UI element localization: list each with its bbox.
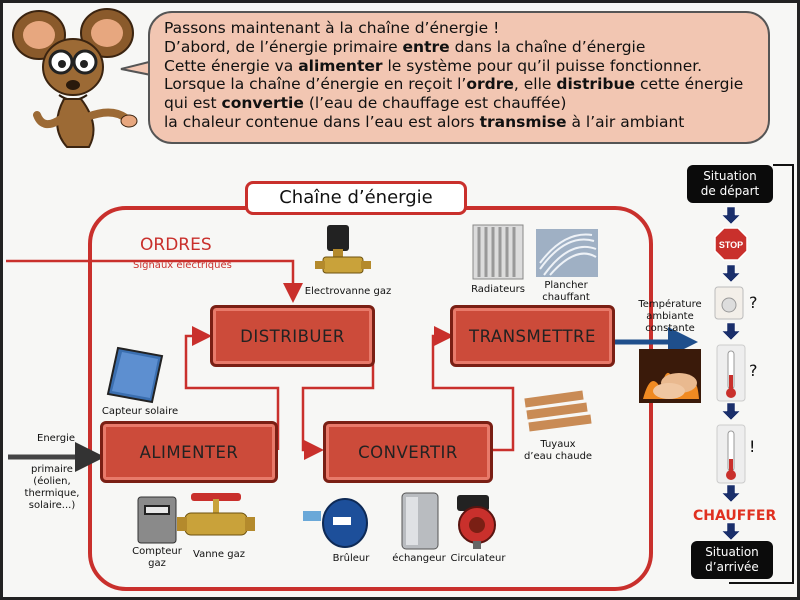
flow-end: Situation d’arrivée — [691, 541, 773, 579]
energie-primaire-label: primaire (éolien, thermique, solaire...) — [17, 464, 87, 512]
plancher-label-line1: Plancher — [544, 280, 588, 291]
mouse-mascot-icon — [12, 8, 138, 148]
bubble-line: Cette énergie va alimenter le système po… — [164, 57, 768, 76]
bubble-text: Cette énergie va — [164, 56, 299, 75]
plancher-label-line2: chauffant — [542, 292, 590, 303]
capteur-label: Capteur solaire — [101, 406, 179, 417]
warm-feet-photo-icon — [639, 349, 701, 403]
output-line1: Température — [638, 299, 702, 310]
exclamation-mark: ! — [749, 437, 756, 456]
bubble-text: le système pour qu’il puisse fonctionner… — [382, 56, 703, 75]
bubble-keyword: distribue — [556, 75, 636, 94]
tuyaux-label: Tuyaux d’eau chaude — [518, 439, 598, 463]
bubble-text: la chaleur contenue dans l’eau est alors — [164, 112, 480, 131]
flow-arrow-1 — [721, 206, 741, 225]
bubble-line: D’abord, de l’énergie primaire entre dan… — [164, 38, 768, 57]
bruleur-label: Brûleur — [332, 553, 370, 564]
ordres-sub-label: Signaux électriques — [133, 260, 232, 271]
block-distribuer: DISTRIBUER — [210, 305, 375, 367]
capteur-solaire-icon — [106, 346, 164, 404]
vanne-label: Vanne gaz — [193, 549, 245, 560]
plancher-chauffant-icon — [536, 229, 598, 277]
flow-end-line2: d’arrivée — [705, 560, 759, 574]
bubble-line: Lorsque la chaîne d’énergie en reçoit l’… — [164, 75, 768, 94]
convertir-to-transmettre-line — [431, 326, 515, 452]
echangeur-label: échangeur — [392, 553, 446, 564]
plancher-label: Plancher chauffant — [531, 280, 601, 304]
output-line2: ambiante — [646, 311, 694, 322]
bubble-keyword: transmise — [479, 112, 567, 131]
flow-arrow-3 — [721, 322, 741, 341]
bubble-text: qui est — [164, 94, 222, 113]
circulateur-label: Circulateur — [450, 553, 506, 564]
bubble-line: la chaleur contenue dans l’eau est alors… — [164, 113, 768, 132]
bubble-line: qui est convertie (l’eau de chauffage es… — [164, 94, 768, 113]
electrovanne-label: Electrovanne gaz — [304, 286, 392, 297]
flow-start-line1: Situation — [703, 169, 757, 183]
energie-label: Energie — [37, 433, 76, 444]
electrovanne-icon — [315, 225, 371, 274]
speech-bubble: Passons maintenant à la chaîne d’énergie… — [148, 11, 770, 144]
energie-line-eolien: (éolien, — [33, 476, 71, 487]
bubble-keyword: entre — [402, 37, 450, 56]
flow-arrows — [721, 206, 741, 541]
radiateur-icon — [472, 224, 524, 280]
thermostat-icon — [714, 286, 744, 320]
tuyaux-icon — [524, 390, 592, 432]
bubble-line: Passons maintenant à la chaîne d’énergie… — [164, 19, 768, 38]
bubble-text: (l’eau de chauffage est chauffée) — [303, 94, 567, 113]
tuyaux-label-line1: Tuyaux — [540, 439, 576, 450]
bubble-text: cette énergie — [635, 75, 744, 94]
compteur-label: Compteur gaz — [127, 546, 187, 570]
chauffer-label: CHAUFFER — [693, 508, 777, 524]
compteur-label-line1: Compteur — [132, 546, 182, 557]
block-alimenter: ALIMENTER — [100, 421, 278, 483]
flow-arrow-6 — [721, 522, 741, 541]
ordres-label: ORDRES — [140, 235, 212, 255]
compteur-gaz-icon — [137, 496, 177, 544]
energie-line-thermique: thermique, — [24, 488, 80, 499]
bubble-keyword: alimenter — [298, 56, 383, 75]
radiateurs-label: Radiateurs — [471, 284, 525, 295]
stop-sign-text: STOP — [719, 240, 743, 250]
flow-end-line1: Situation — [705, 545, 759, 559]
echangeur-icon — [401, 492, 439, 550]
block-convertir: CONVERTIR — [323, 421, 493, 483]
flow-arrow-4 — [721, 402, 741, 421]
connector-lines — [6, 164, 794, 584]
flow-arrow-5 — [721, 484, 741, 503]
energie-line-primaire: primaire — [31, 464, 73, 475]
bubble-text: à l’air ambiant — [566, 112, 685, 131]
thermometer-icon-2 — [716, 424, 746, 484]
energy-chain-title: Chaîne d’énergie — [245, 181, 467, 215]
output-label: Température ambiante constante — [630, 299, 710, 335]
stop-sign-icon: STOP — [714, 227, 748, 261]
flow-start-line2: de départ — [700, 184, 760, 198]
bubble-keyword: ordre — [466, 75, 514, 94]
energie-line-solaire: solaire...) — [28, 500, 76, 511]
alimenter-to-distribuer-line — [184, 326, 280, 450]
flow-arrow-2 — [721, 264, 741, 283]
bubble-keyword: convertie — [221, 94, 304, 113]
compteur-label-line2: gaz — [148, 558, 166, 569]
flow-loop-line — [729, 164, 794, 584]
circulateur-icon — [457, 495, 496, 549]
bruleur-icon — [303, 498, 368, 548]
bubble-text: Passons maintenant à la chaîne d’énergie… — [164, 19, 500, 37]
ordres-line — [6, 259, 303, 303]
flow-start: Situation de départ — [687, 165, 773, 203]
output-line3: constante — [645, 323, 695, 334]
tuyaux-label-line2: d’eau chaude — [523, 451, 593, 462]
vanne-gaz-icon — [177, 493, 255, 536]
bubble-text: dans la chaîne d’énergie — [449, 37, 646, 56]
block-transmettre: TRANSMETTRE — [450, 305, 615, 367]
bubble-text: Lorsque la chaîne d’énergie en reçoit l’ — [164, 75, 467, 94]
question-mark-1: ? — [749, 293, 758, 312]
bubble-text: , elle — [513, 75, 557, 94]
question-mark-2: ? — [749, 361, 758, 380]
thermometer-icon-1 — [716, 344, 746, 402]
bubble-text: D’abord, de l’énergie primaire — [164, 37, 403, 56]
distribuer-to-convertir-line — [301, 363, 375, 460]
